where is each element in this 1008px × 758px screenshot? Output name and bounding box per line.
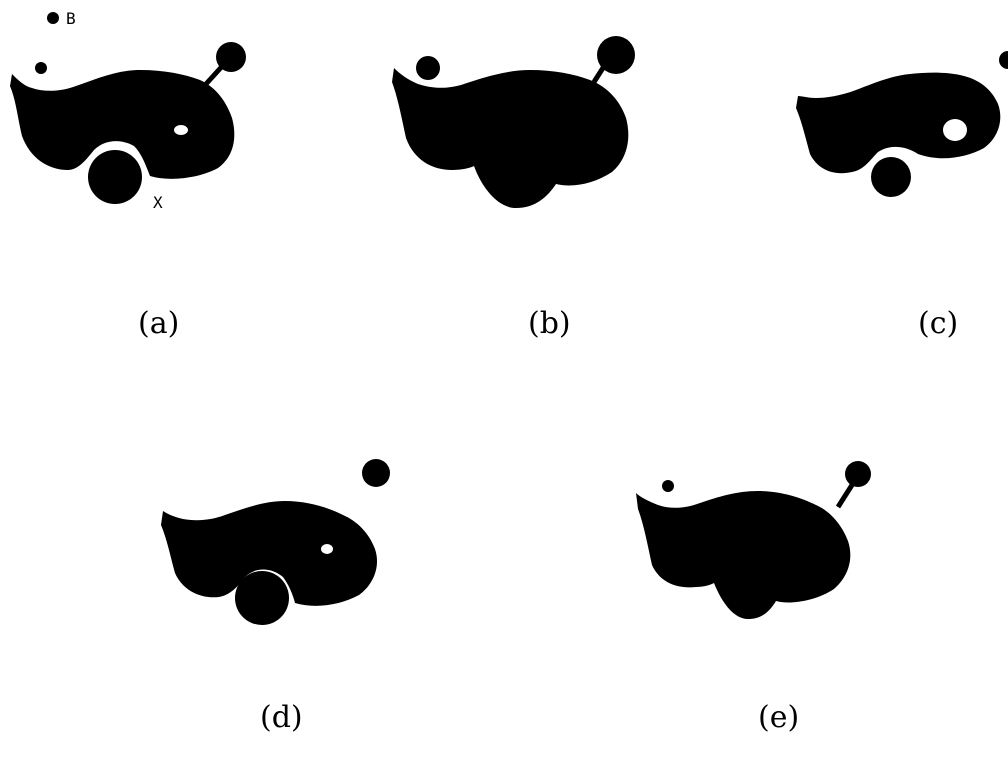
panel-b-shape bbox=[380, 20, 650, 220]
panel-d bbox=[155, 455, 405, 645]
panel-e-shape bbox=[630, 455, 890, 645]
panel-e bbox=[630, 455, 890, 645]
disc-x bbox=[871, 157, 911, 197]
stalk-head bbox=[845, 461, 871, 487]
panel-d-shape bbox=[155, 455, 405, 645]
blob-body bbox=[392, 68, 628, 208]
blob-hole bbox=[174, 125, 188, 135]
blob-body bbox=[636, 491, 850, 619]
stalk-head bbox=[362, 459, 390, 487]
caption-e: (e) bbox=[758, 700, 799, 735]
panel-a: B X bbox=[0, 0, 260, 220]
disc-x bbox=[235, 571, 289, 625]
marker-b: B bbox=[66, 9, 76, 28]
dot-small bbox=[662, 480, 674, 492]
stalk-head bbox=[999, 51, 1008, 69]
caption-b: (b) bbox=[528, 306, 571, 341]
caption-d: (d) bbox=[260, 700, 303, 735]
disc-x bbox=[88, 150, 142, 204]
panel-c-shape bbox=[790, 50, 1008, 210]
panel-c bbox=[790, 50, 1008, 210]
stalk bbox=[838, 485, 852, 507]
stalk-head bbox=[597, 36, 635, 74]
caption-c: (c) bbox=[918, 306, 958, 341]
marker-x: X bbox=[153, 193, 163, 212]
panel-a-shape bbox=[0, 0, 260, 220]
blob-hole bbox=[943, 119, 967, 141]
panel-b bbox=[380, 20, 650, 220]
stalk-head bbox=[216, 42, 246, 72]
dot-b bbox=[47, 12, 59, 24]
blob-hole bbox=[321, 544, 333, 554]
dot-small bbox=[416, 56, 440, 80]
caption-a: (a) bbox=[138, 306, 179, 341]
blob-body bbox=[796, 73, 1000, 174]
dot-small bbox=[35, 62, 47, 74]
